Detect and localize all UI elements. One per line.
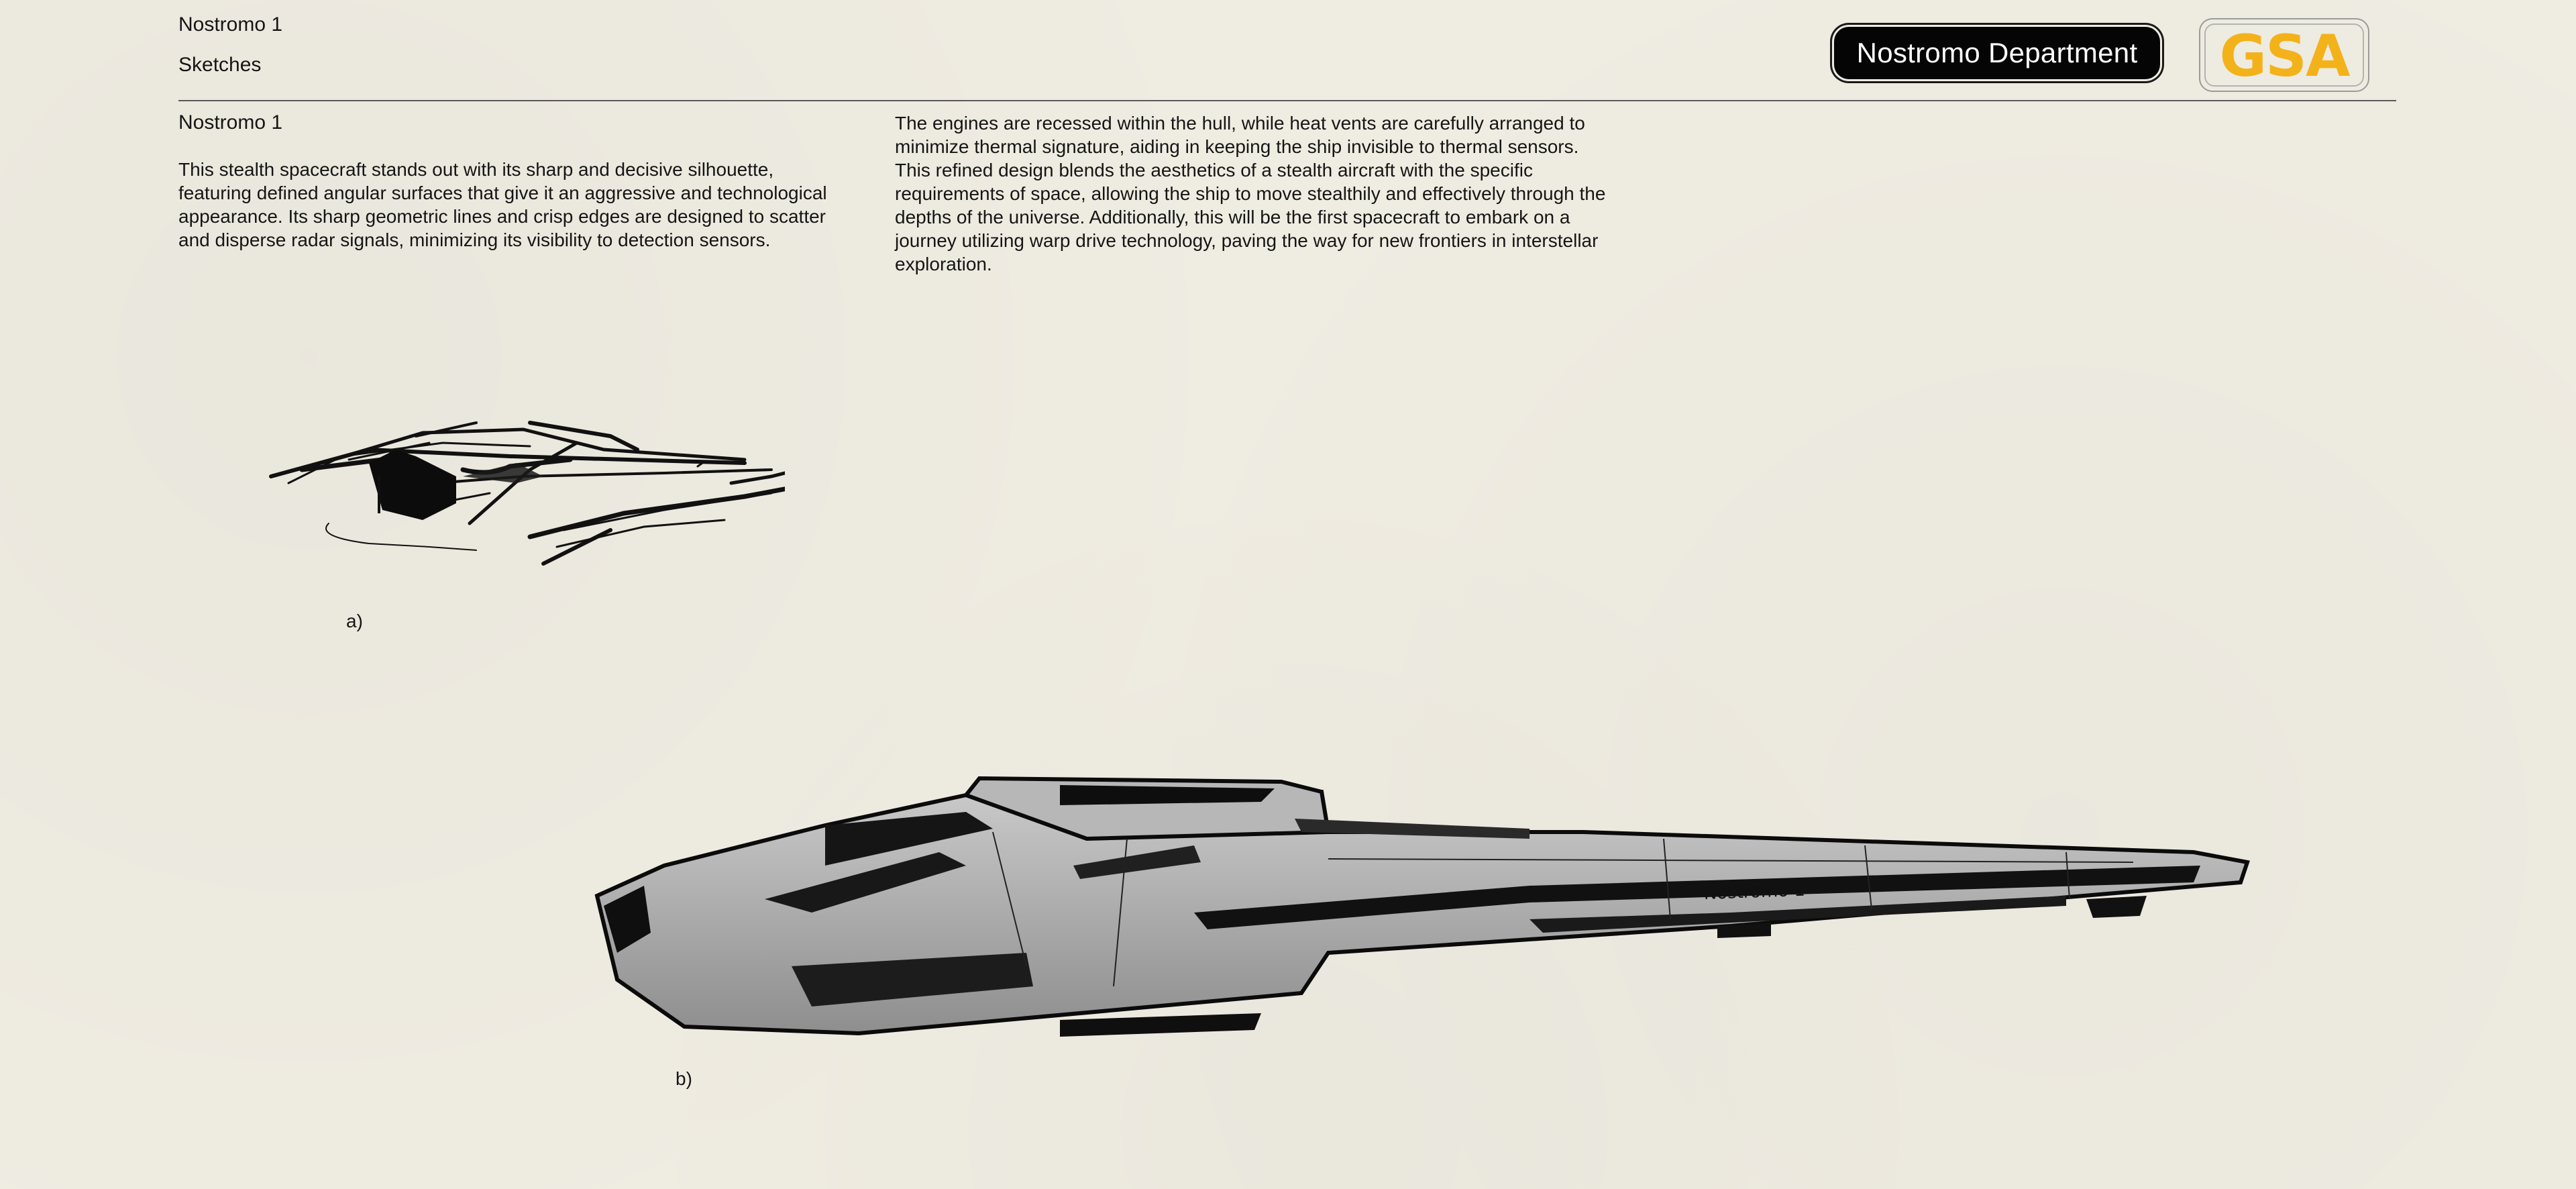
sketch-a-label: a) [346, 611, 363, 631]
department-badge: Nostromo Department [1834, 27, 2160, 79]
gsa-logo: GSA [2199, 18, 2369, 92]
hull-marking: Nostromo 1 [1703, 880, 1805, 904]
section-title: Nostromo 1 [178, 111, 283, 134]
description-left: This stealth spacecraft stands out with … [178, 159, 827, 250]
gsa-logo-text: GSA [2219, 23, 2350, 90]
project-name: Nostromo 1 [178, 13, 283, 36]
sketch-a-image [269, 421, 785, 566]
sketch-b-image: Nostromo 1 [594, 776, 2250, 1037]
header-divider [178, 100, 2396, 101]
sketch-b-label: b) [676, 1068, 692, 1089]
section-name: Sketches [178, 54, 262, 76]
description-right: The engines are recessed within the hull… [895, 113, 1606, 274]
